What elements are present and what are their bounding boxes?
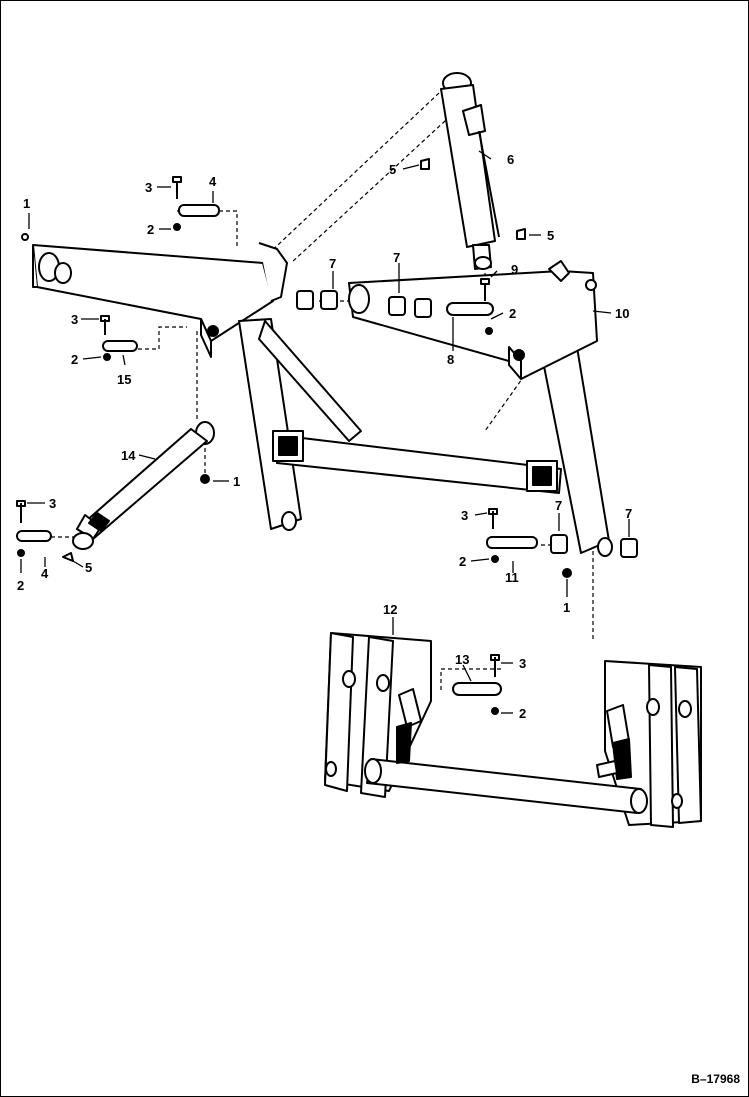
- figure-id: B–17968: [691, 1072, 740, 1086]
- nut-1-top-left: [21, 233, 29, 241]
- lift-cylinder: [440, 72, 500, 270]
- nut-1-mid: [200, 474, 210, 484]
- callout-2: 2: [147, 222, 155, 237]
- callout-14: 14: [121, 448, 136, 463]
- tilt-cylinder: [72, 421, 215, 550]
- callout-1: 1: [23, 196, 31, 211]
- dashed-line-pin-15: [131, 326, 187, 350]
- callout-9: 9: [511, 262, 519, 277]
- pin-15: [102, 340, 138, 352]
- dashed-line-pin-13: [440, 668, 501, 691]
- callout-15: 15: [117, 372, 132, 387]
- bolt-3-top: [172, 176, 182, 183]
- fitting-5-lower: [62, 552, 74, 562]
- callout-4: 4: [41, 566, 49, 581]
- callout-2: 2: [459, 554, 467, 569]
- callout-1: 1: [233, 474, 241, 489]
- callout-2: 2: [71, 352, 79, 367]
- small-hardware: [16, 158, 638, 715]
- nut-2-mid: [103, 353, 111, 361]
- callout-4: 4: [209, 174, 217, 189]
- callout-5: 5: [85, 560, 93, 575]
- callout-11: 11: [505, 570, 519, 585]
- leader-lines: [20, 150, 630, 714]
- callout-7: 7: [625, 506, 633, 521]
- callout-3: 3: [461, 508, 469, 523]
- callout-6: 6: [507, 152, 515, 167]
- callout-3: 3: [145, 180, 153, 195]
- callout-5: 5: [389, 162, 397, 177]
- dashed-line-pin-4: [177, 210, 238, 249]
- callout-7: 7: [393, 250, 401, 265]
- bushing-7-d: [414, 298, 432, 318]
- nut-2-plate: [491, 707, 499, 715]
- callout-2: 2: [17, 578, 25, 593]
- nut-2-right: [485, 327, 493, 335]
- center-frame: [238, 318, 613, 557]
- pin-13: [452, 682, 502, 696]
- callout-13: 13: [455, 652, 470, 667]
- nut-2-lower-right: [491, 555, 499, 563]
- bushing-7-b: [320, 290, 338, 310]
- left-lift-arm: [32, 242, 288, 358]
- callout-5: 5: [547, 228, 555, 243]
- callout-12: 12: [383, 602, 398, 617]
- callout-1: 1: [563, 600, 571, 615]
- callout-3: 3: [49, 496, 57, 511]
- dashed-line-cylinder-top: [262, 92, 440, 260]
- right-lift-arm: [348, 260, 598, 380]
- dashed-line-lower-right: [581, 548, 594, 641]
- nut-2-top: [173, 223, 181, 231]
- pin-4-top: [178, 204, 220, 217]
- quick-attach-plate: [324, 632, 702, 828]
- fitting-5-right: [516, 228, 526, 240]
- nut-2-lower-left: [17, 549, 25, 557]
- callout-2: 2: [519, 706, 527, 721]
- bushing-7-c: [388, 296, 406, 316]
- bushing-7-a: [296, 290, 314, 310]
- pin-11: [486, 536, 538, 549]
- callout-8: 8: [447, 352, 455, 367]
- bushing-7-e: [550, 534, 568, 554]
- callout-7: 7: [329, 256, 337, 271]
- bushing-7-f: [620, 538, 638, 558]
- callout-7: 7: [555, 498, 563, 513]
- callout-2: 2: [509, 306, 517, 321]
- pin-8: [446, 302, 494, 316]
- dashed-line-frame-right: [484, 340, 550, 432]
- callout-3: 3: [519, 656, 527, 671]
- fitting-5-cylinder: [420, 158, 430, 170]
- callout-3: 3: [71, 312, 79, 327]
- callout-10: 10: [615, 306, 630, 321]
- pin-4-lower: [16, 530, 52, 542]
- dashed-line-cylinder-top-b: [290, 96, 472, 264]
- nut-1-lower-right: [562, 568, 572, 578]
